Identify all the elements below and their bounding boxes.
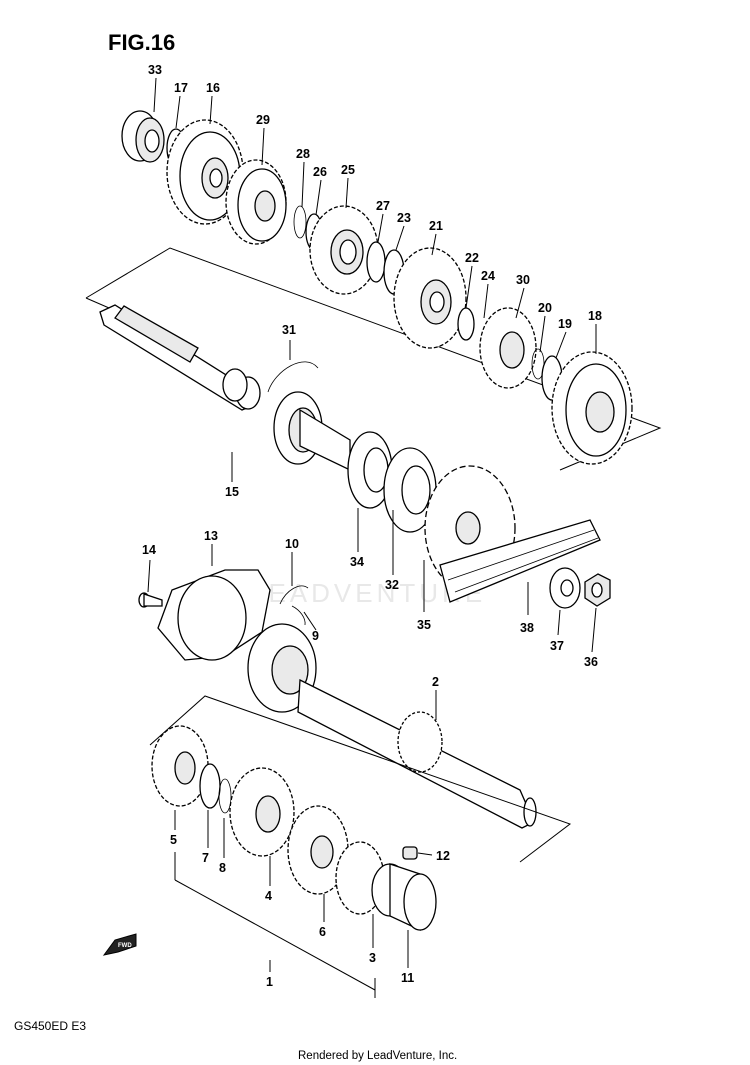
callout-16: 16 bbox=[206, 81, 220, 95]
leader-lines bbox=[147, 77, 597, 972]
callout-11: 11 bbox=[401, 971, 414, 985]
callout-21: 21 bbox=[429, 219, 443, 233]
callout-17: 17 bbox=[174, 81, 188, 95]
callout-9: 9 bbox=[312, 629, 319, 643]
circlip-31 bbox=[267, 361, 319, 393]
callout-5: 5 bbox=[170, 833, 177, 847]
callout-18: 18 bbox=[588, 309, 602, 323]
gear-25 bbox=[309, 205, 379, 295]
callout-1: 1 bbox=[266, 975, 273, 989]
callout-28: 28 bbox=[296, 147, 310, 161]
callout-10: 10 bbox=[285, 537, 299, 551]
gear-30 bbox=[479, 307, 537, 389]
lock-washer-37 bbox=[549, 567, 581, 609]
spacer-32 bbox=[383, 447, 437, 533]
needle-bearing-33 bbox=[121, 110, 165, 163]
callout-8: 8 bbox=[219, 861, 226, 875]
forward-arrow-icon: FWD bbox=[102, 933, 137, 956]
watermark-text: LEADVENTURE bbox=[250, 578, 486, 608]
model-code: GS450ED E3 bbox=[14, 1019, 86, 1033]
drive-chain-38 bbox=[439, 519, 601, 603]
bearing-15 bbox=[273, 391, 351, 472]
gear-4 bbox=[229, 767, 295, 857]
circlip-9 bbox=[291, 605, 306, 626]
gear-21 bbox=[393, 247, 467, 349]
washer-7 bbox=[199, 763, 221, 809]
callout-2: 2 bbox=[432, 675, 439, 689]
callout-30: 30 bbox=[516, 273, 530, 287]
callout-20: 20 bbox=[538, 301, 552, 315]
washer-22 bbox=[457, 307, 475, 341]
dowel-pin-12 bbox=[402, 846, 418, 860]
callout-14: 14 bbox=[142, 543, 156, 557]
callout-37: 37 bbox=[550, 639, 564, 653]
callout-24: 24 bbox=[481, 269, 495, 283]
callout-7: 7 bbox=[202, 851, 209, 865]
callout-4: 4 bbox=[265, 889, 272, 903]
callout-13: 13 bbox=[204, 529, 218, 543]
gear-18 bbox=[551, 351, 633, 465]
callout-38: 38 bbox=[520, 621, 534, 635]
circlip-8 bbox=[218, 778, 232, 814]
gear-5 bbox=[151, 725, 209, 807]
countershaft-15 bbox=[99, 304, 261, 411]
driveshaft-bracket bbox=[149, 695, 572, 998]
callout-12: 12 bbox=[436, 849, 450, 863]
callout-23: 23 bbox=[397, 211, 411, 225]
callout-3: 3 bbox=[369, 951, 376, 965]
callout-32: 32 bbox=[385, 578, 399, 592]
callout-19: 19 bbox=[558, 317, 572, 331]
callout-15: 15 bbox=[225, 485, 239, 499]
callout-27: 27 bbox=[376, 199, 390, 213]
callout-33: 33 bbox=[148, 63, 162, 77]
callout-22: 22 bbox=[465, 251, 479, 265]
nut-36 bbox=[584, 573, 611, 607]
callout-labels: 33 17 16 29 28 26 25 27 23 21 22 24 30 2… bbox=[142, 63, 602, 989]
circlip-28 bbox=[293, 205, 307, 239]
callout-31: 31 bbox=[282, 323, 296, 337]
callout-29: 29 bbox=[256, 113, 270, 127]
gear-29 bbox=[225, 159, 287, 245]
figure-title: FIG.16 bbox=[108, 30, 175, 55]
callout-34: 34 bbox=[350, 555, 364, 569]
oil-seal-34 bbox=[347, 431, 393, 509]
callout-26: 26 bbox=[313, 165, 327, 179]
callout-36: 36 bbox=[584, 655, 598, 669]
lock-washer-27 bbox=[366, 241, 386, 283]
bearing-11 bbox=[371, 863, 437, 932]
callout-25: 25 bbox=[341, 163, 355, 177]
bolt-14 bbox=[138, 592, 163, 608]
pin-10 bbox=[279, 585, 309, 605]
callout-35: 35 bbox=[417, 618, 431, 632]
fwd-label: FWD bbox=[118, 943, 132, 949]
credit-text: Rendered by LeadVenture, Inc. bbox=[298, 1050, 457, 1062]
bearing-retainer-plate-13 bbox=[157, 569, 271, 661]
callout-6: 6 bbox=[319, 925, 326, 939]
